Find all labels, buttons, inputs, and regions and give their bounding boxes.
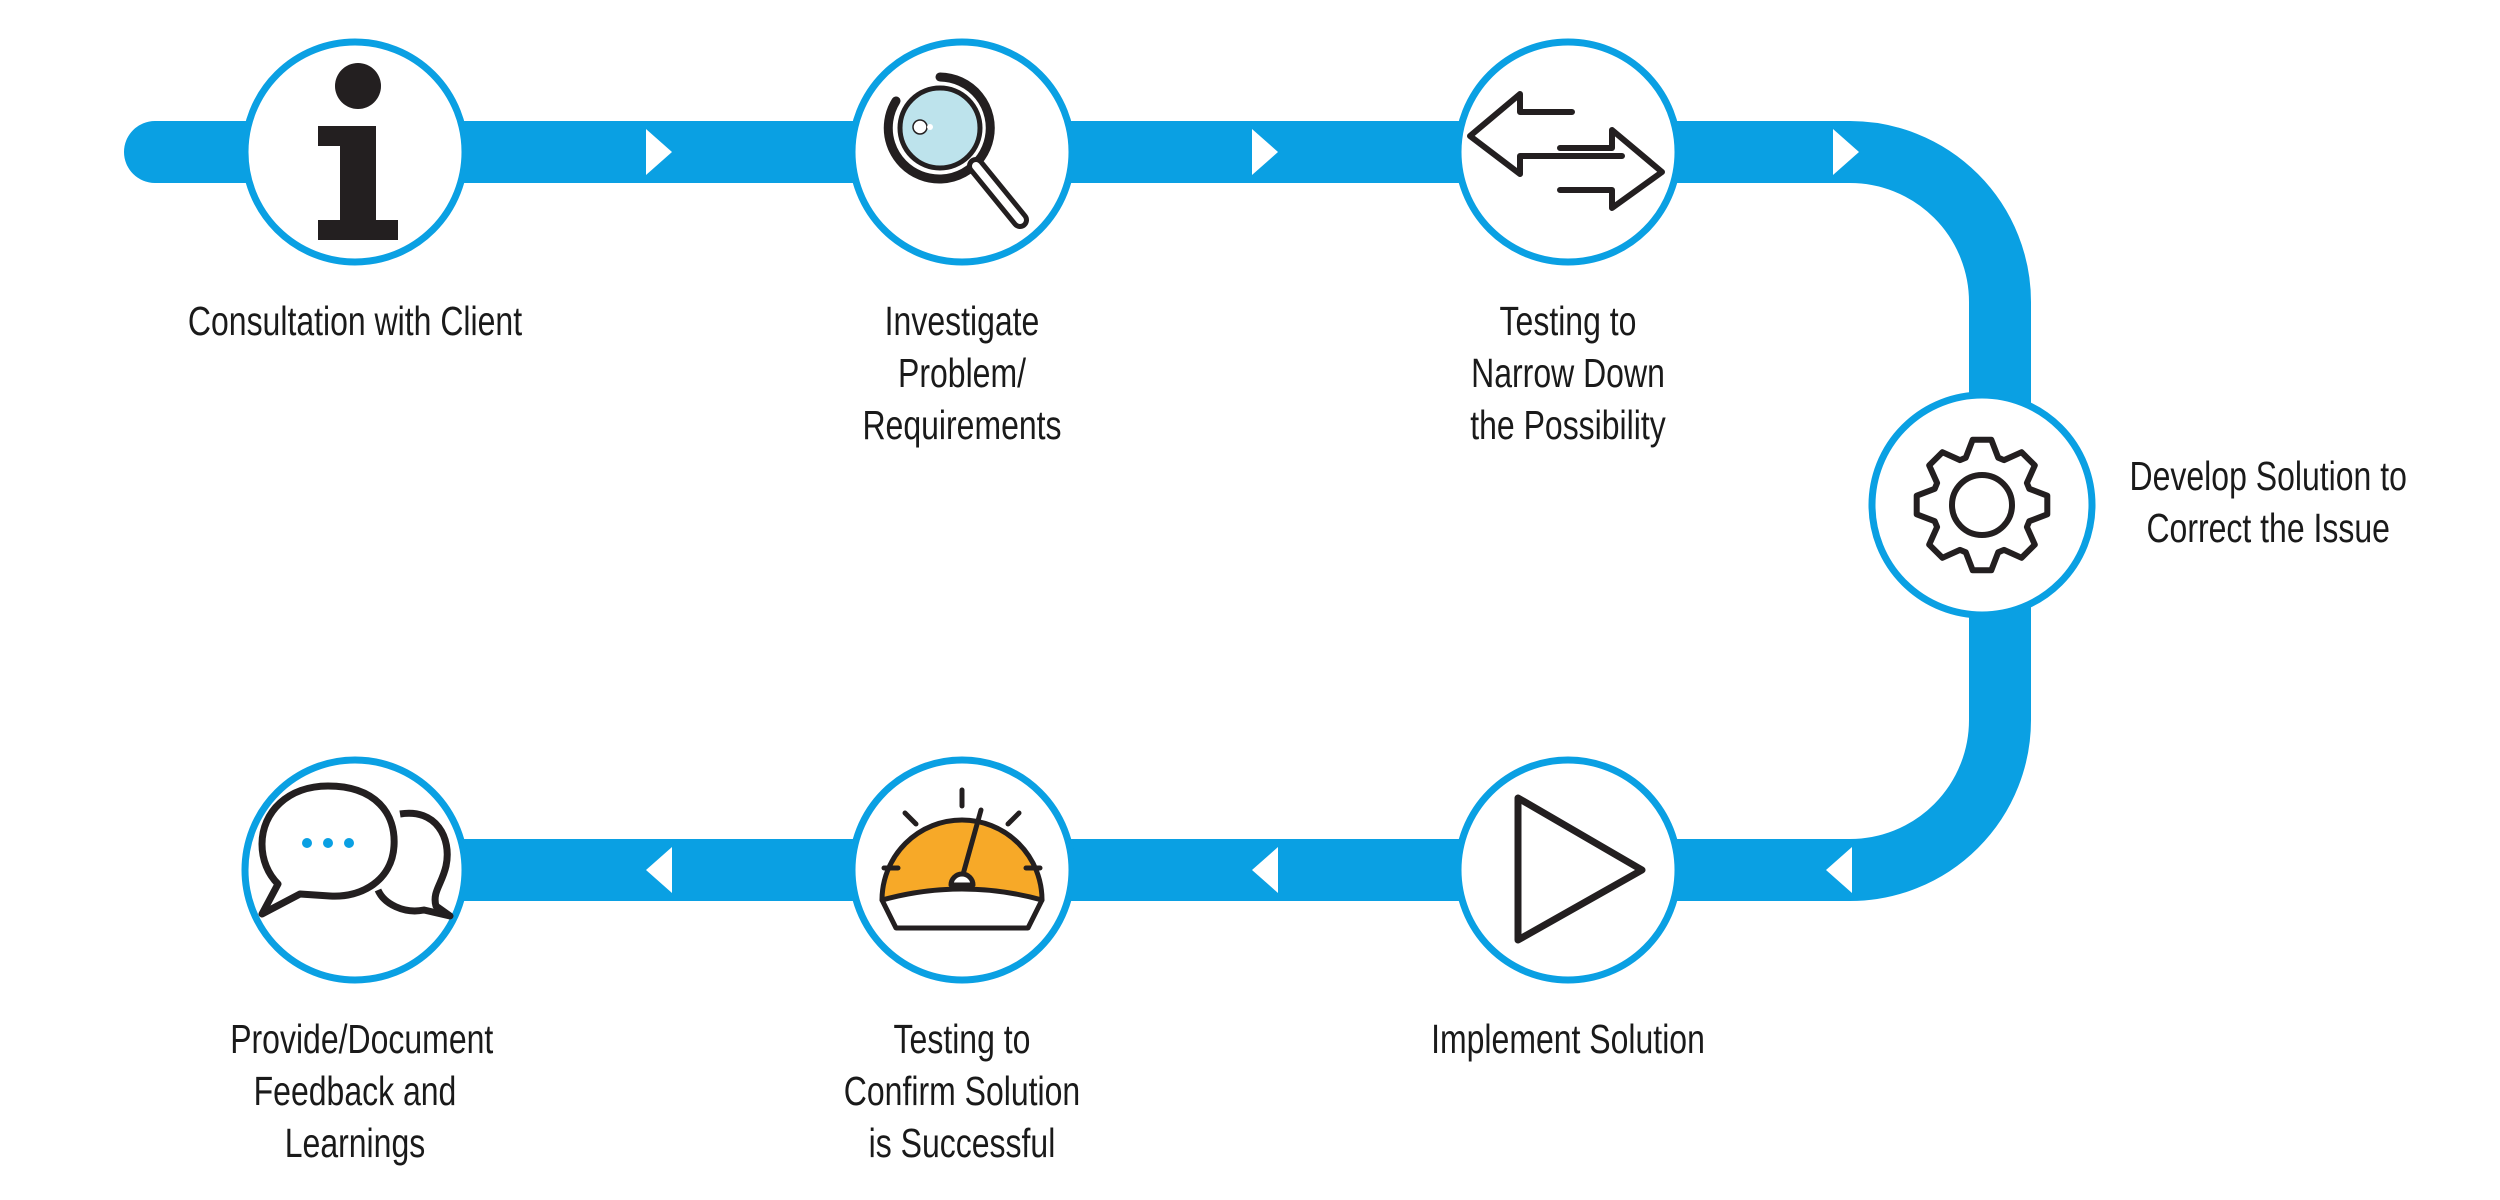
- arrow-left-icon: [1826, 847, 1852, 893]
- step-label-feedback: Provide/Document Feedback and Learnings: [230, 1016, 494, 1166]
- step-label-confirm: Testing to Confirm Solution is Successfu…: [843, 1016, 1081, 1166]
- step-node-confirm: [848, 756, 1076, 984]
- arrow-right-icon: [1833, 129, 1859, 175]
- step-label-narrow-down: Testing to Narrow Down the Possibility: [1470, 298, 1666, 448]
- magnifier-icon: [883, 72, 1029, 229]
- chat-bubbles-icon: [258, 782, 454, 920]
- step-node-narrow-down: [1454, 38, 1682, 266]
- swap-arrows-icon: [1467, 91, 1665, 211]
- direction-arrows: [646, 129, 1859, 893]
- step-node-develop: [1868, 391, 2096, 619]
- arrow-left-icon: [646, 847, 672, 893]
- play-icon: [1514, 794, 1646, 944]
- step-label-consultation: Consultation with Client: [187, 298, 523, 344]
- step-node-feedback: [241, 756, 469, 984]
- step-label-implement: Implement Solution: [1431, 1016, 1705, 1062]
- flow-track: [124, 121, 2031, 901]
- gear-icon: [1913, 436, 2051, 574]
- arrow-left-icon: [1252, 847, 1278, 893]
- step-node-investigate: [848, 38, 1076, 266]
- speedometer-icon: [879, 787, 1045, 931]
- step-label-develop: Develop Solution to Correct the Issue: [2129, 453, 2407, 551]
- step-node-implement: [1454, 756, 1682, 984]
- step-label-investigate: Investigate Problem/ Requirements: [862, 298, 1062, 448]
- step-node-consultation: [241, 38, 469, 266]
- info-icon: [318, 63, 398, 240]
- arrow-right-icon: [1252, 129, 1278, 175]
- arrow-right-icon: [646, 129, 672, 175]
